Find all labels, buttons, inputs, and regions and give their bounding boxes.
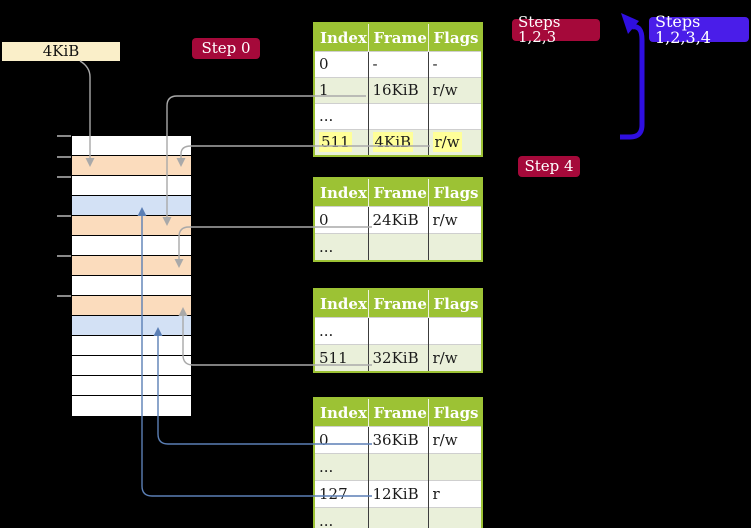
table-cell [367,507,428,528]
table-cell: 24KiB [367,206,428,234]
table-cell: 4KiB [367,129,428,156]
column-header-frame: Frame [367,398,428,427]
column-header-frame: Frame [367,289,428,318]
memory-tick [57,255,71,257]
table-cell [367,103,428,130]
highlighted-value: 511 [319,132,352,152]
physical-memory-stack [71,135,192,417]
table-row: 0-- [314,51,482,78]
table-cell: 36KiB [367,426,428,454]
column-header-frame: Frame [367,178,428,207]
column-header-index: Index [314,23,368,52]
table-cell: 511 [314,129,368,156]
table-cell: ... [314,507,368,528]
memory-frame-row-7 [72,276,191,296]
memory-frame-row-4 [72,216,191,236]
table-cell [367,453,428,481]
steps123-badge: Steps 1,2,3 [512,15,600,45]
table-cell: 12KiB [367,480,428,508]
table-cell: 0 [314,51,368,78]
table-cell [427,233,482,261]
highlighted-value: r/w [432,132,462,152]
table-cell: 511 [314,344,368,372]
table-row: ... [314,317,482,345]
memory-frame-row-0 [72,136,191,156]
column-header-index: Index [314,178,368,207]
table-cell: r/w [427,426,482,454]
memory-frame-row-5 [72,236,191,256]
table-cell: r [427,480,482,508]
steps1234-badge: Steps 1,2,3,4 [649,13,749,45]
memory-frame-row-9 [72,316,191,336]
table-cell: r/w [427,129,482,156]
table-cell: 0 [314,206,368,234]
table-cell: 16KiB [367,77,428,104]
table-cell [427,453,482,481]
table-cell: 32KiB [367,344,428,372]
step0-badge: Step 0 [192,38,260,59]
table-cell: 127 [314,480,368,508]
memory-frame-row-2 [72,176,191,196]
table-cell: ... [314,233,368,261]
table-cell [367,233,428,261]
table-row: ... [314,453,482,481]
table-cell: 1 [314,77,368,104]
memory-tick [57,215,71,217]
memory-frame-row-3 [72,196,191,216]
memory-tick [57,135,71,137]
recursive-loop-arrow [620,24,645,140]
table-cell: r/w [427,206,482,234]
memory-frame-row-1 [72,156,191,176]
highlighted-value: 4KiB [372,132,414,152]
table-cell [427,317,482,345]
memory-tick [57,295,71,297]
table-row: 511 4KiB r/w [314,129,482,156]
memory-frame-row-11 [72,356,191,376]
table-cell: - [367,51,428,78]
recursive-loop-arrowhead [621,13,639,34]
table-row: ... [314,233,482,261]
memory-frame-row-12 [72,376,191,396]
table-cell: r/w [427,344,482,372]
memory-frame-row-8 [72,296,191,316]
table-row: ... [314,507,482,528]
table-cell [427,103,482,130]
step4-badge: Step 4 [518,156,580,177]
table-cell: ... [314,103,368,130]
memory-frame-row-10 [72,336,191,356]
memory-tick [57,156,71,158]
column-header-frame: Frame [367,23,428,52]
column-header-flags: Flags [427,178,482,207]
table-cell: 0 [314,426,368,454]
page-size-label: 4KiB [2,42,120,61]
column-header-index: Index [314,398,368,427]
column-header-flags: Flags [427,289,482,318]
column-header-flags: Flags [427,23,482,52]
table-cell [367,317,428,345]
table-cell: ... [314,453,368,481]
column-header-flags: Flags [427,398,482,427]
table-row: ... [314,103,482,130]
table-cell: - [427,51,482,78]
memory-tick [57,176,71,178]
table-cell: ... [314,317,368,345]
memory-frame-row-6 [72,256,191,276]
memory-frame-row-13 [72,396,191,416]
table-cell: r/w [427,77,482,104]
table-cell [427,507,482,528]
column-header-index: Index [314,289,368,318]
